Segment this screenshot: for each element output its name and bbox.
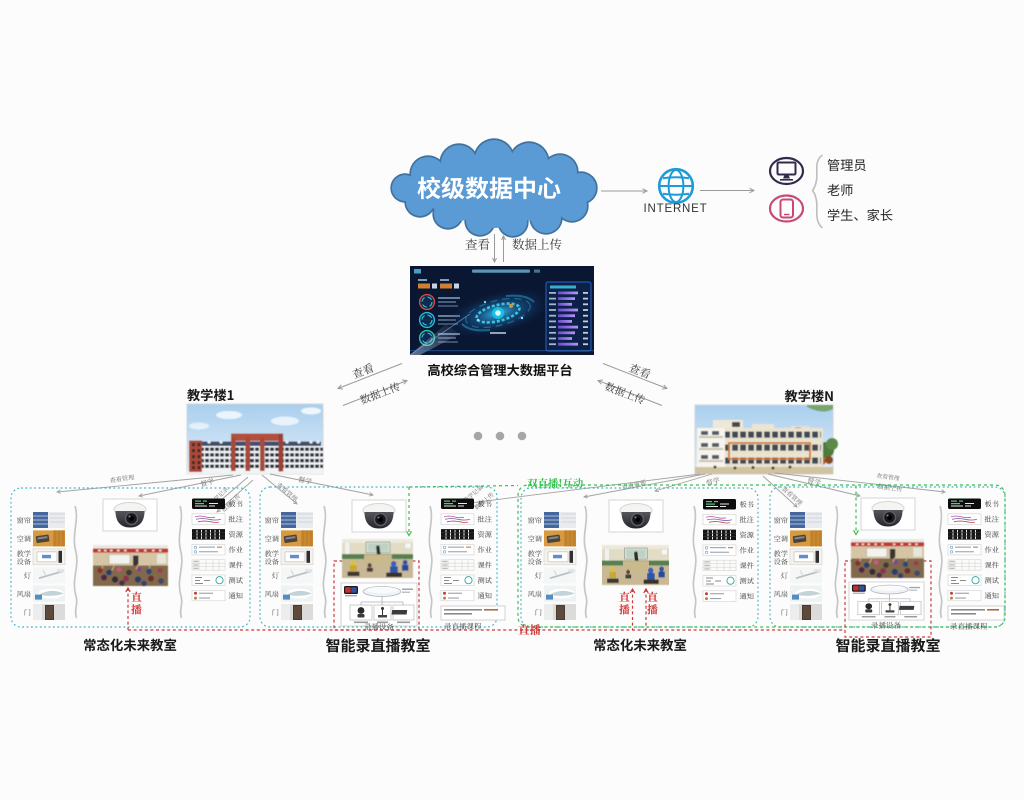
svg-text:INTERNET: INTERNET (644, 203, 708, 215)
